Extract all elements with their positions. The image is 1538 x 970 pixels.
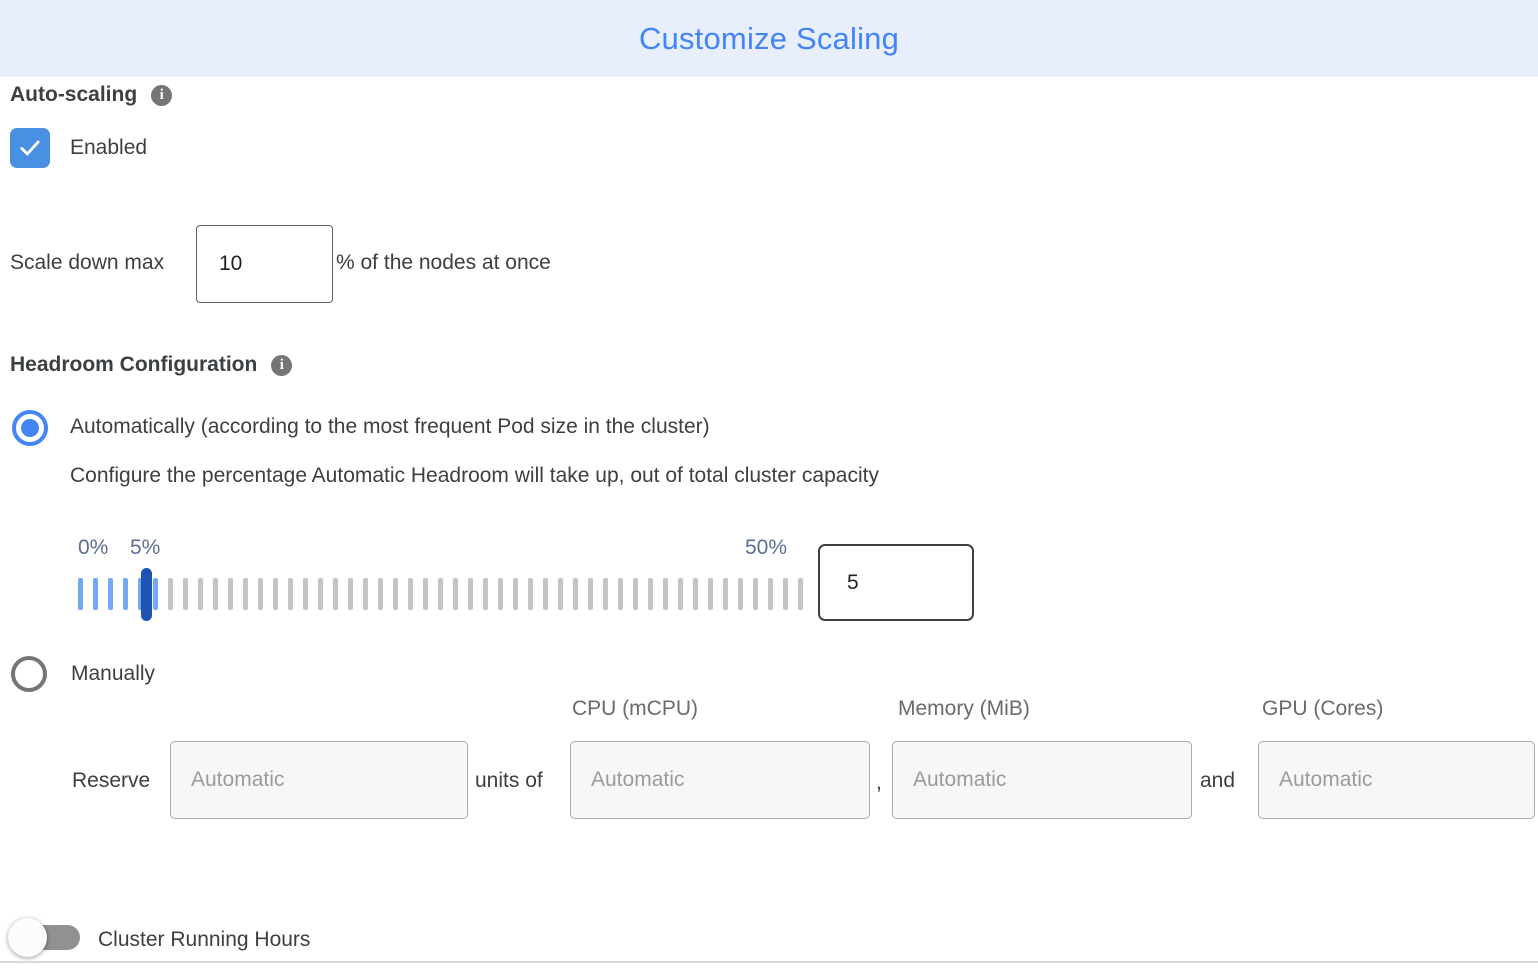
slider-tick xyxy=(333,578,338,610)
slider-min-label: 0% xyxy=(78,536,109,559)
scale-down-prefix-label: Scale down max xyxy=(10,251,165,274)
slider-tick xyxy=(693,578,698,610)
slider-tick xyxy=(543,578,548,610)
autoscaling-enabled-row: Enabled xyxy=(10,128,147,168)
slider-tick xyxy=(753,578,758,610)
headroom-manual-label[interactable]: Manually xyxy=(71,662,156,685)
slider-tick xyxy=(603,578,608,610)
scale-down-max-input[interactable] xyxy=(196,225,333,303)
slider-tick xyxy=(273,578,278,610)
headroom-automatic-label[interactable]: Automatically (according to the most fre… xyxy=(70,415,710,438)
autoscaling-info-icon[interactable]: i xyxy=(151,84,173,106)
comma-separator: , xyxy=(876,771,882,794)
headroom-percentage-input[interactable] xyxy=(818,544,974,621)
slider-tick xyxy=(648,578,653,610)
panel-title: Customize Scaling xyxy=(638,20,900,56)
slider-tick xyxy=(498,578,503,610)
slider-tick xyxy=(78,578,83,610)
slider-tick xyxy=(258,578,263,610)
slider-tick xyxy=(768,578,773,610)
slider-tick xyxy=(288,578,293,610)
slider-tick xyxy=(198,578,203,610)
slider-tick xyxy=(783,578,788,610)
slider-tick xyxy=(558,578,563,610)
slider-tick xyxy=(108,578,113,610)
cluster-running-hours-label: Cluster Running Hours xyxy=(98,928,311,951)
headroom-manual-radio[interactable] xyxy=(11,656,47,692)
column-header-memory: Memory (MiB) xyxy=(898,697,1030,720)
slider-tick xyxy=(93,578,98,610)
slider-tick xyxy=(393,578,398,610)
headroom-automatic-description: Configure the percentage Automatic Headr… xyxy=(70,464,879,487)
slider-tick xyxy=(468,578,473,610)
slider-handle-label: 5% xyxy=(130,536,161,559)
reserve-cpu-input[interactable] xyxy=(570,741,870,819)
slider-tick xyxy=(363,578,368,610)
slider-tick xyxy=(573,578,578,610)
slider-tick xyxy=(153,578,158,610)
slider-tick xyxy=(423,578,428,610)
slider-tick xyxy=(228,578,233,610)
slider-tick xyxy=(708,578,713,610)
scale-down-suffix-label: % of the nodes at once xyxy=(336,251,551,274)
slider-tick xyxy=(513,578,518,610)
slider-tick xyxy=(738,578,743,610)
slider-tick xyxy=(453,578,458,610)
autoscaling-enabled-checkbox[interactable] xyxy=(10,128,50,168)
autoscaling-section: Auto-scaling i xyxy=(10,83,173,107)
slider-tick xyxy=(183,578,188,610)
column-header-gpu: GPU (Cores) xyxy=(1262,697,1384,720)
bottom-divider xyxy=(0,961,1538,963)
slider-tick xyxy=(123,578,128,610)
and-label: and xyxy=(1200,769,1236,792)
slider-tick xyxy=(213,578,218,610)
slider-tick xyxy=(618,578,623,610)
headroom-percentage-slider[interactable] xyxy=(78,568,812,621)
slider-tick xyxy=(723,578,728,610)
slider-tick xyxy=(303,578,308,610)
cluster-running-hours-toggle[interactable] xyxy=(8,918,80,957)
slider-max-label: 50% xyxy=(745,536,788,559)
headroom-section-title: Headroom Configuration xyxy=(10,353,258,376)
checkmark-icon xyxy=(20,140,40,156)
slider-tick xyxy=(528,578,533,610)
toggle-knob[interactable] xyxy=(8,918,47,957)
slider-tick xyxy=(243,578,248,610)
headroom-info-icon[interactable]: i xyxy=(271,354,293,376)
slider-tick-row xyxy=(78,578,803,610)
slider-tick xyxy=(348,578,353,610)
radio-dot xyxy=(21,419,39,437)
reserve-label: Reserve xyxy=(72,769,151,792)
slider-tick xyxy=(408,578,413,610)
headroom-automatic-radio[interactable] xyxy=(12,410,48,446)
slider-tick xyxy=(378,578,383,610)
reserve-memory-input[interactable] xyxy=(892,741,1192,819)
slider-tick xyxy=(798,578,803,610)
slider-tick xyxy=(663,578,668,610)
reserve-gpu-input[interactable] xyxy=(1258,741,1535,819)
headroom-section: Headroom Configuration i xyxy=(10,353,293,377)
slider-tick xyxy=(438,578,443,610)
slider-tick xyxy=(483,578,488,610)
autoscaling-section-title: Auto-scaling xyxy=(10,83,138,106)
slider-tick xyxy=(678,578,683,610)
column-header-cpu: CPU (mCPU) xyxy=(572,697,698,720)
slider-tick xyxy=(633,578,638,610)
reserve-count-input[interactable] xyxy=(170,741,468,819)
panel-header: Customize Scaling xyxy=(0,0,1538,77)
slider-tick xyxy=(168,578,173,610)
slider-tick xyxy=(318,578,323,610)
units-of-label: units of xyxy=(475,769,543,792)
autoscaling-enabled-label: Enabled xyxy=(70,136,148,159)
slider-handle[interactable] xyxy=(141,568,152,621)
slider-tick xyxy=(138,578,143,610)
slider-tick xyxy=(588,578,593,610)
